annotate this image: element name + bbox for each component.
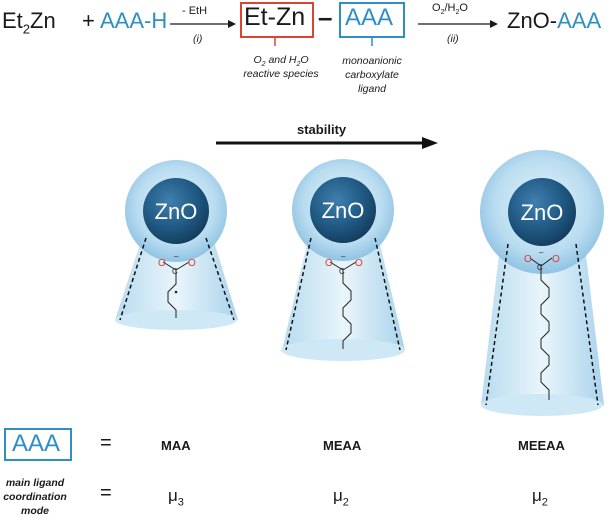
carbon-atom: C <box>537 263 543 272</box>
ligand-name-maa: MAA <box>161 438 191 453</box>
ligand-note-line3: ligand <box>357 83 387 95</box>
step1-index: (i) <box>193 33 203 45</box>
core-label: ZnO <box>155 199 198 224</box>
legend-equals: = <box>100 432 112 454</box>
step2-o: O <box>432 2 441 14</box>
reaction-arrow-2 <box>418 20 498 28</box>
step2-label: O2/H2O <box>432 2 468 16</box>
oxygen-atom: O <box>188 258 196 269</box>
mu-subscript: 3 <box>177 496 184 509</box>
particle-meeaa <box>480 150 604 416</box>
cone-edge-right <box>575 243 599 406</box>
cone-edge-left <box>285 237 312 351</box>
ligand-cone <box>481 230 604 415</box>
step2-h: /H <box>444 2 456 14</box>
product-ligand: AAA <box>557 8 602 33</box>
mu-symbol: μ <box>168 486 178 505</box>
intermediate-aaa: AAA <box>345 4 394 31</box>
intermediate-etzn: Et-Zn <box>244 3 306 31</box>
note-and-h: and H <box>265 54 297 66</box>
reactive-pointer <box>274 38 276 46</box>
carbon-atom: C <box>172 267 178 276</box>
step2-o-end: O <box>459 2 468 14</box>
note-o: O <box>253 54 262 66</box>
ligand-acid: AAA-H <box>100 8 168 33</box>
mode-line2: coordination <box>3 491 67 503</box>
particle-meaa <box>281 159 405 361</box>
stability-arrow <box>216 137 438 149</box>
plus-sign: + <box>82 8 95 33</box>
mode-line1: main ligand <box>5 477 65 489</box>
carboxylate-charge: – <box>174 252 179 261</box>
reaction-arrow-1 <box>170 20 236 28</box>
mode-meaa: μ2 <box>333 486 349 508</box>
etzn-box <box>240 2 314 38</box>
oxygen-atom: O <box>355 258 363 269</box>
step2-o-sub: 2 <box>440 9 445 17</box>
reactant-subscript: 2 <box>22 21 31 37</box>
zno-core <box>310 177 376 243</box>
ligand-chain <box>162 261 190 318</box>
ligand-name-meaa: MEAA <box>323 438 362 453</box>
legend-aaa-box <box>4 428 72 461</box>
mode-equals: = <box>100 482 112 504</box>
mu-symbol: μ <box>333 486 343 505</box>
mode-meeaa: μ2 <box>532 486 548 508</box>
zno-core <box>143 178 209 244</box>
step1-label: - EtH <box>182 5 208 17</box>
step2-index: (ii) <box>447 33 459 45</box>
coordination-mode-label: main ligand coordination mode <box>0 476 70 518</box>
ligand-pointer <box>371 38 373 46</box>
product-zno: ZnO- <box>507 8 558 33</box>
reactant-et: Et <box>2 8 23 33</box>
mu-subscript: 2 <box>541 496 548 509</box>
ligand-note-line2: carboxylate <box>345 69 399 81</box>
core-label: ZnO <box>322 198 365 223</box>
reactive-note-line2: reactive species <box>243 68 319 81</box>
mode-maa: μ3 <box>168 486 184 508</box>
particle-maa <box>115 160 238 330</box>
ligand-chain <box>329 261 357 349</box>
cone-edge-right <box>205 237 235 321</box>
note-o-end: O <box>300 54 309 66</box>
oxygen-atom: O <box>325 258 333 269</box>
stability-label: stability <box>297 122 347 137</box>
mu-subscript: 2 <box>342 496 349 509</box>
cone-base <box>115 310 237 330</box>
cone-edge-left <box>119 237 147 321</box>
note-o-sub: 2 <box>261 61 266 69</box>
carboxylate-charge: – <box>539 248 544 257</box>
ligand-cone <box>282 236 405 359</box>
reactant-zn: Zn <box>30 8 56 33</box>
legend-aaa-label: AAA <box>12 430 61 457</box>
carbon-atom: C <box>339 267 345 276</box>
cone-base <box>481 394 603 416</box>
note-h-sub: 2 <box>296 61 301 69</box>
mode-line3: mode <box>20 505 49 517</box>
ligand-note-line1: monoanionic <box>342 55 402 67</box>
aaa-box <box>339 2 405 38</box>
cone-edge-left <box>485 243 509 406</box>
reactive-species-note: O2 and H2O reactive species <box>238 54 324 80</box>
oxygen-atom: O <box>158 258 166 269</box>
carboxylate-charge: – <box>341 252 346 261</box>
chain-node <box>174 290 178 294</box>
product: ZnO-AAA <box>507 8 601 34</box>
ligand-note: monoanionic carboxylate ligand <box>330 54 414 96</box>
core-label: ZnO <box>521 200 564 225</box>
mu-symbol: μ <box>532 486 542 505</box>
step2-h-sub: 2 <box>455 9 460 17</box>
reactive-note-line1: O2 and H2O <box>238 54 324 68</box>
ligand-name-meeaa: MEEAA <box>518 438 565 453</box>
zno-core <box>508 178 576 246</box>
oxygen-atom: O <box>552 254 560 265</box>
ligand-chain <box>529 257 553 400</box>
intermediate-bond: – <box>318 2 333 32</box>
cone-base <box>281 339 405 361</box>
reactant-diethylzinc: Et2Zn <box>2 8 56 36</box>
cone-edge-right <box>374 237 401 351</box>
oxygen-atom: O <box>524 254 532 265</box>
